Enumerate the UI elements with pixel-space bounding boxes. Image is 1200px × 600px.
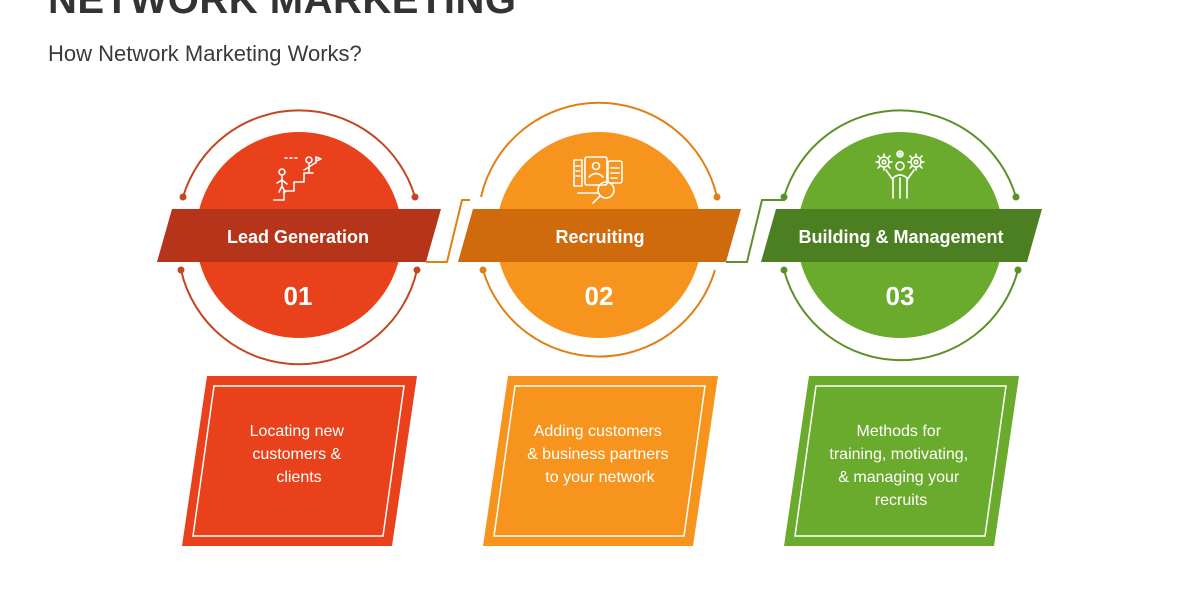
step-2-ring-dot <box>479 266 487 274</box>
step-1-ring-dot <box>411 193 419 201</box>
step-3-band <box>761 209 1042 262</box>
step-3-description: Methods for training, motivating, & mana… <box>829 423 972 509</box>
step-1-ring-dot <box>413 266 421 274</box>
step-1-label: Lead Generation <box>227 227 369 247</box>
step-3-number: 03 <box>886 281 915 311</box>
connector-2-3 <box>726 199 785 263</box>
step-3-label: Building & Management <box>798 227 1003 247</box>
step-1-band <box>157 209 441 262</box>
step-2-ring-arc <box>482 269 716 358</box>
step-3-ring-dot <box>1012 193 1020 201</box>
step-3-ring-dot <box>780 193 788 201</box>
step-1-number: 01 <box>284 281 313 311</box>
step-3-ring-dot <box>780 266 788 274</box>
step-2-ring-dot <box>713 193 721 201</box>
step-3-ring-dot <box>1014 266 1022 274</box>
step-1-ring-arc <box>182 109 416 198</box>
step-2-card-border <box>483 376 718 546</box>
step-3: Building & Management 03 Methods for tra… <box>761 109 1042 546</box>
step-3-card-inner <box>794 385 1007 537</box>
step-3-description-line: recruits <box>875 492 927 509</box>
step-1-card-inner <box>192 385 405 537</box>
step-2-description-line: & business partners <box>527 446 668 463</box>
step-2-band <box>458 209 741 262</box>
step-2-number: 02 <box>585 281 614 311</box>
step-3-description-line: & managing your <box>838 469 960 486</box>
step-2-description-line: to your network <box>545 469 655 486</box>
growth-steps-icon <box>273 156 322 201</box>
step-2: Recruiting 02 Adding customers & busines… <box>458 101 741 546</box>
step-1-ring-arc <box>180 269 418 366</box>
step-2-description-line: Adding customers <box>534 423 662 440</box>
step-3-card-border <box>784 376 1019 546</box>
step-3-description-line: Methods for <box>857 423 942 440</box>
step-3-ring-arc <box>783 109 1017 198</box>
step-3-ring-arc <box>783 269 1019 362</box>
step-2-label: Recruiting <box>555 227 644 247</box>
step-2-card-inner <box>493 385 706 537</box>
step-1-description: Locating new customers & clients <box>250 423 349 486</box>
step-2-ring-arc <box>480 101 718 198</box>
page-subtitle: How Network Marketing Works? <box>48 41 362 66</box>
step-1-ring-dot <box>179 193 187 201</box>
step-3-description-line: training, motivating, <box>829 446 968 463</box>
page-title: NETWORK MARKETING <box>48 0 517 22</box>
step-1-description-line: customers & <box>252 446 341 463</box>
step-1-description-line: Locating new <box>250 423 345 440</box>
recruiting-profile-icon <box>573 156 623 204</box>
step-2-description: Adding customers & business partners to … <box>527 423 673 486</box>
step-1: Lead Generation 01 Locating new customer… <box>157 109 441 546</box>
step-1-ring-dot <box>177 266 185 274</box>
connector-1-2 <box>426 199 470 263</box>
step-1-card-border <box>182 376 417 546</box>
step-1-description-line: clients <box>276 469 321 486</box>
person-gears-icon <box>875 150 925 199</box>
